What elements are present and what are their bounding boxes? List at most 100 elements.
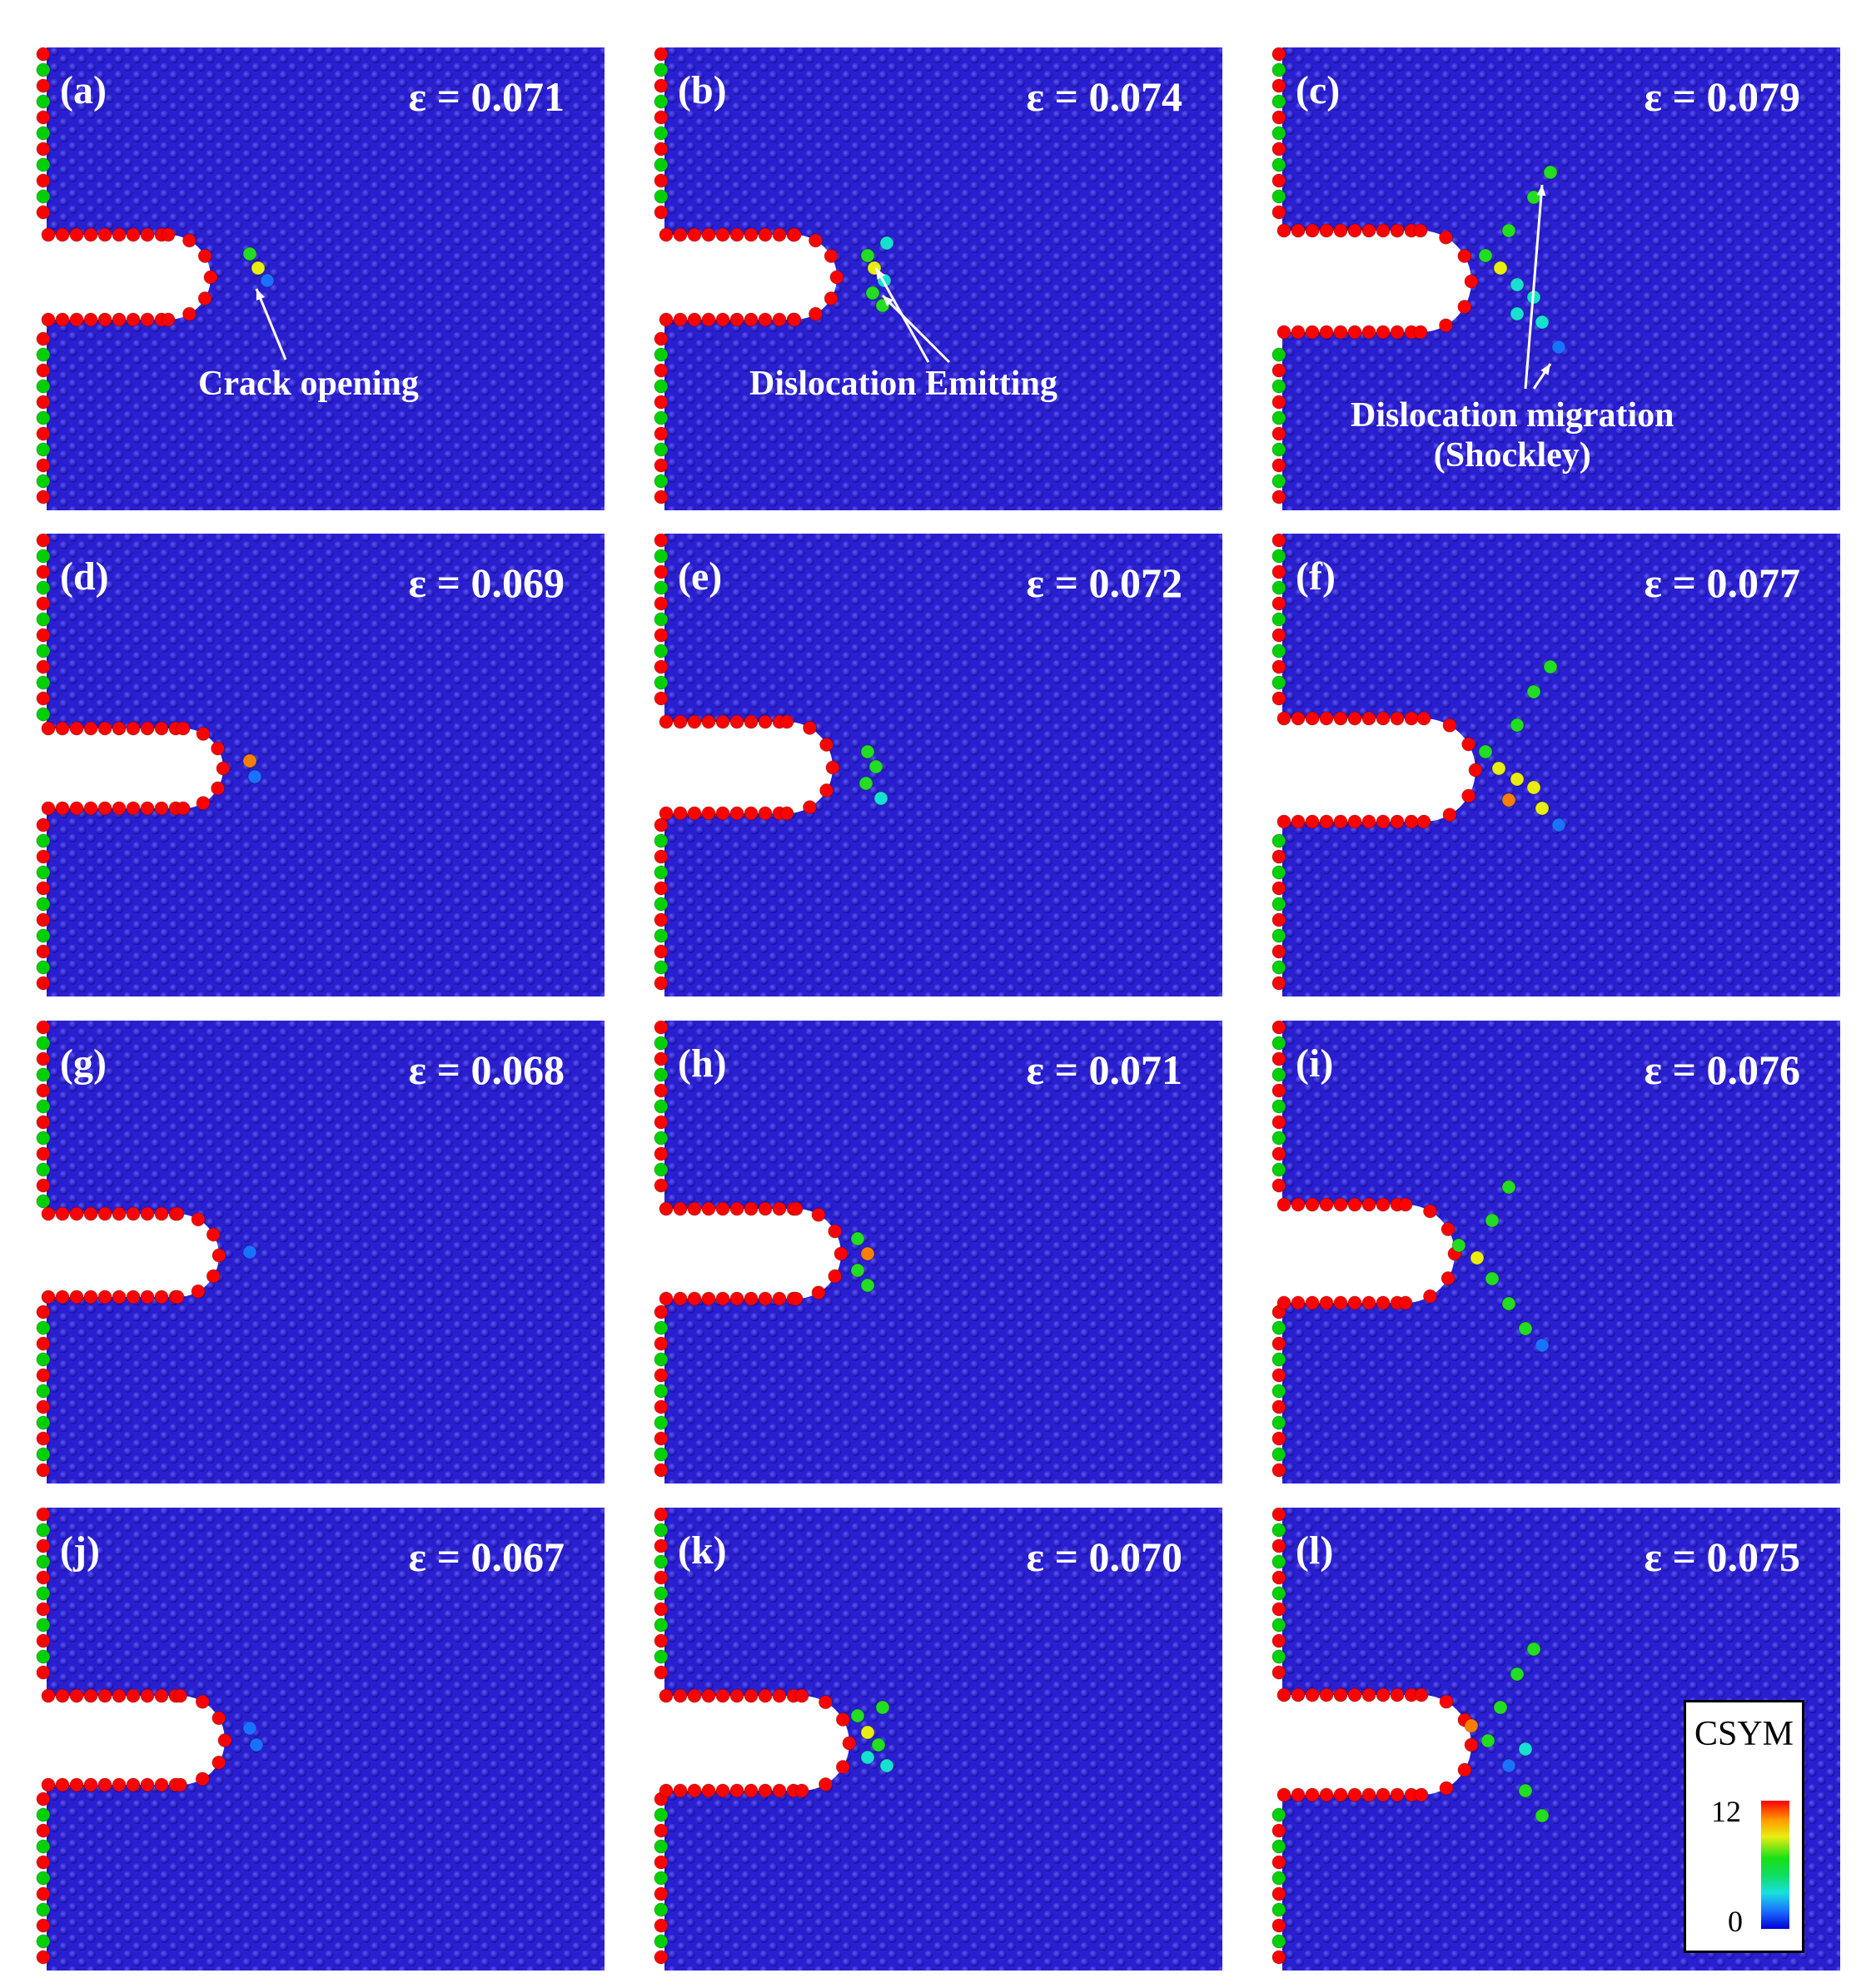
panel-label: (b) xyxy=(678,68,727,112)
notch-surface-atom xyxy=(1347,711,1362,726)
defect-atom xyxy=(868,759,883,774)
notch-surface-atom xyxy=(1361,1687,1376,1702)
surface-atom xyxy=(36,1792,51,1807)
surface-atom xyxy=(654,564,669,579)
notch-surface-atom xyxy=(112,227,127,242)
defect-atom xyxy=(1543,659,1558,674)
strain-label: ε = 0.077 xyxy=(1644,559,1800,606)
notch-surface-atom xyxy=(729,714,744,729)
notch-surface-atom xyxy=(1305,325,1320,340)
surface-atom xyxy=(1271,1051,1286,1066)
notch-surface-atom xyxy=(1404,711,1419,726)
notch-surface-atom xyxy=(1276,814,1291,829)
notch-surface-atom xyxy=(1291,223,1306,238)
defect-atom xyxy=(850,1708,865,1723)
notch-tip-atom xyxy=(191,1212,206,1227)
notch-surface-atom xyxy=(55,801,70,816)
surface-atom xyxy=(654,580,669,595)
notch-surface-atom xyxy=(154,1290,169,1305)
notch-surface-atom xyxy=(1347,1687,1362,1702)
defect-atom xyxy=(1470,1250,1485,1265)
notch-surface-atom xyxy=(97,1777,112,1792)
notch-surface-atom xyxy=(715,1201,730,1216)
notch-surface-atom xyxy=(1319,711,1334,726)
strain-label: ε = 0.069 xyxy=(408,559,565,606)
notch-surface-atom xyxy=(758,312,773,327)
notch-surface-atom xyxy=(701,1688,716,1703)
notch-tip-atom xyxy=(195,1694,210,1709)
surface-atom xyxy=(36,442,51,457)
defect-atom xyxy=(1478,744,1493,759)
notch-surface-atom xyxy=(140,1206,155,1221)
surface-atom xyxy=(1271,1823,1286,1838)
surface-atom xyxy=(654,928,669,943)
surface-atom xyxy=(654,173,669,188)
surface-atom xyxy=(36,1570,51,1585)
notch-surface-atom xyxy=(701,714,716,729)
surface-atom xyxy=(1271,442,1286,457)
surface-atom xyxy=(654,347,669,362)
surface-atom xyxy=(36,976,51,991)
legend-title: CSYM xyxy=(1694,1715,1794,1753)
notch-tip-atom xyxy=(1457,249,1472,263)
atomistic-snapshot xyxy=(1267,47,1840,510)
notch-surface-atom xyxy=(715,1291,730,1306)
notch-surface-atom xyxy=(112,721,127,736)
notch-surface-atom xyxy=(1305,223,1320,238)
panel-label: (f) xyxy=(1296,554,1336,599)
notch-tip-atom xyxy=(1439,1781,1454,1796)
notch-surface-atom xyxy=(1361,223,1376,238)
surface-atom xyxy=(1271,379,1286,394)
surface-atom xyxy=(1271,596,1286,611)
defect-atom xyxy=(871,1737,886,1752)
surface-atom xyxy=(36,1839,51,1854)
defect-atom xyxy=(242,246,257,261)
surface-atom xyxy=(654,1807,669,1822)
notch-tip-atom xyxy=(1439,230,1453,245)
crack-notch xyxy=(1267,231,1471,332)
legend-color-scale xyxy=(1761,1801,1789,1929)
surface-atom xyxy=(36,1602,51,1617)
surface-atom xyxy=(1271,1368,1286,1383)
surface-atom xyxy=(654,1871,669,1886)
notch-surface-atom xyxy=(1305,814,1320,829)
surface-atom xyxy=(654,1336,669,1351)
surface-atom xyxy=(1271,1918,1286,1933)
notch-surface-atom xyxy=(729,1201,744,1216)
surface-atom xyxy=(654,1918,669,1933)
notch-surface-atom xyxy=(744,1783,759,1798)
strain-label: ε = 0.067 xyxy=(408,1533,565,1580)
crack-notch xyxy=(649,235,837,320)
defect-atom xyxy=(1493,1700,1508,1715)
surface-atom xyxy=(36,897,51,912)
defect-atom xyxy=(260,273,275,288)
notch-surface-atom xyxy=(83,1688,98,1703)
notch-surface-atom xyxy=(1376,711,1391,726)
surface-atom xyxy=(36,1415,51,1430)
surface-atom xyxy=(1271,1602,1286,1617)
notch-surface-atom xyxy=(69,721,84,736)
notch-surface-atom xyxy=(729,1688,744,1703)
surface-atom xyxy=(1271,1554,1286,1569)
defect-atom xyxy=(1526,780,1541,795)
notch-surface-atom xyxy=(1333,1295,1348,1310)
notch-surface-atom xyxy=(1376,1197,1391,1212)
notch-surface-atom xyxy=(687,227,702,242)
surface-atom xyxy=(36,549,51,564)
surface-atom xyxy=(654,442,669,457)
surface-atom xyxy=(36,347,51,362)
legend-max-label: 12 xyxy=(1711,1795,1741,1828)
notch-surface-atom xyxy=(673,1201,688,1216)
defect-atom xyxy=(850,1263,865,1278)
notch-tip-atom xyxy=(1423,1289,1437,1304)
notch-tip-atom xyxy=(196,796,211,811)
notch-surface-atom xyxy=(729,1783,744,1798)
surface-atom xyxy=(1271,628,1286,643)
defect-atom xyxy=(850,1231,865,1246)
notch-tip-atom xyxy=(794,1688,809,1703)
defect-atom xyxy=(1510,306,1525,321)
surface-atom xyxy=(654,612,669,627)
surface-atom xyxy=(1271,580,1286,595)
defect-atom xyxy=(242,1721,257,1736)
